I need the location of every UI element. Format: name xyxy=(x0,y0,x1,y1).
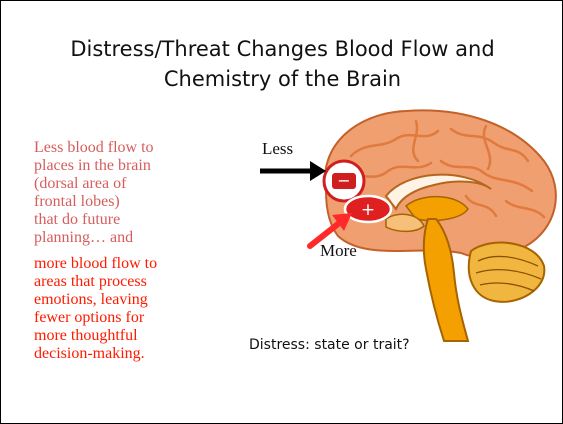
title-line-2: Chemistry of the Brain xyxy=(1,64,563,94)
svg-text:+: + xyxy=(361,200,375,220)
less-label: Less xyxy=(262,139,293,159)
red-line: more blood flow to xyxy=(34,255,219,273)
pink-line: frontal lobes) xyxy=(34,193,219,211)
pink-line: places in the brain xyxy=(34,157,219,175)
more-label: More xyxy=(320,241,357,261)
red-line: fewer options for xyxy=(34,309,219,327)
pink-line: Less blood flow to xyxy=(34,139,219,157)
brain-figure: − + Less More xyxy=(256,101,563,346)
red-line: emotions, leaving xyxy=(34,291,219,309)
minus-indicator: − xyxy=(324,161,364,201)
distress-caption: Distress: state or trait? xyxy=(249,337,539,353)
more-blood-flow-text: more blood flow to areas that process em… xyxy=(34,255,219,363)
red-line: areas that process xyxy=(34,273,219,291)
less-blood-flow-text: Less blood flow to places in the brain (… xyxy=(34,139,219,247)
pink-line: planning… and xyxy=(34,229,219,247)
pink-line: that do future xyxy=(34,211,219,229)
pink-line: (dorsal area of xyxy=(34,175,219,193)
cerebellum xyxy=(469,243,545,302)
left-text-column: Less blood flow to places in the brain (… xyxy=(34,139,219,363)
slide-title: Distress/Threat Changes Blood Flow and C… xyxy=(1,34,563,94)
less-arrow xyxy=(260,161,326,181)
plus-indicator: + xyxy=(345,196,391,222)
svg-text:−: − xyxy=(337,171,350,190)
red-line: decision-making. xyxy=(34,345,219,363)
red-line: more thoughtful xyxy=(34,327,219,345)
title-line-1: Distress/Threat Changes Blood Flow and xyxy=(1,34,563,64)
brain-diagram: − + xyxy=(256,101,563,346)
